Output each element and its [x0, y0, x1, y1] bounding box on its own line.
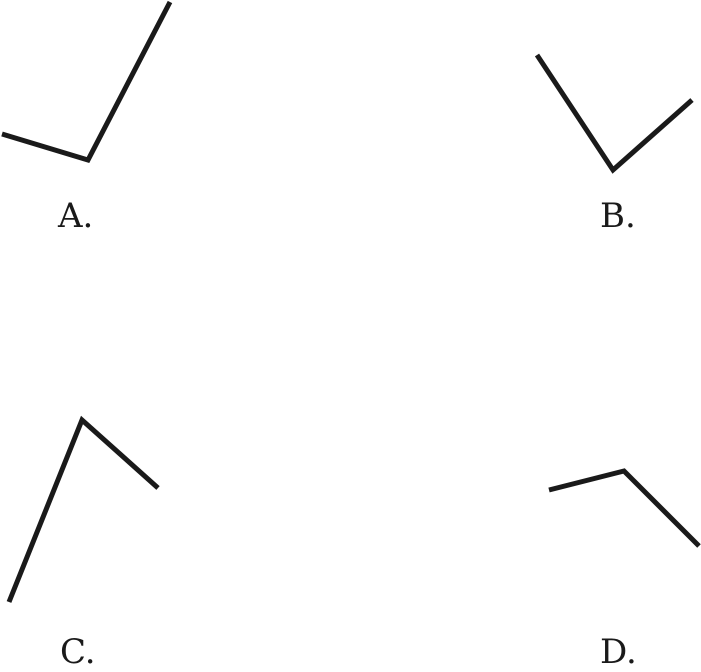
angle-a [1, 0, 173, 163]
option-d-label: D. [600, 632, 637, 672]
angle-d [548, 468, 701, 548]
angle-b [534, 53, 694, 174]
option-c-label: C. [60, 632, 96, 672]
option-a-label: A. [58, 196, 94, 236]
angle-c [6, 415, 160, 603]
option-b-label: B. [600, 196, 636, 236]
